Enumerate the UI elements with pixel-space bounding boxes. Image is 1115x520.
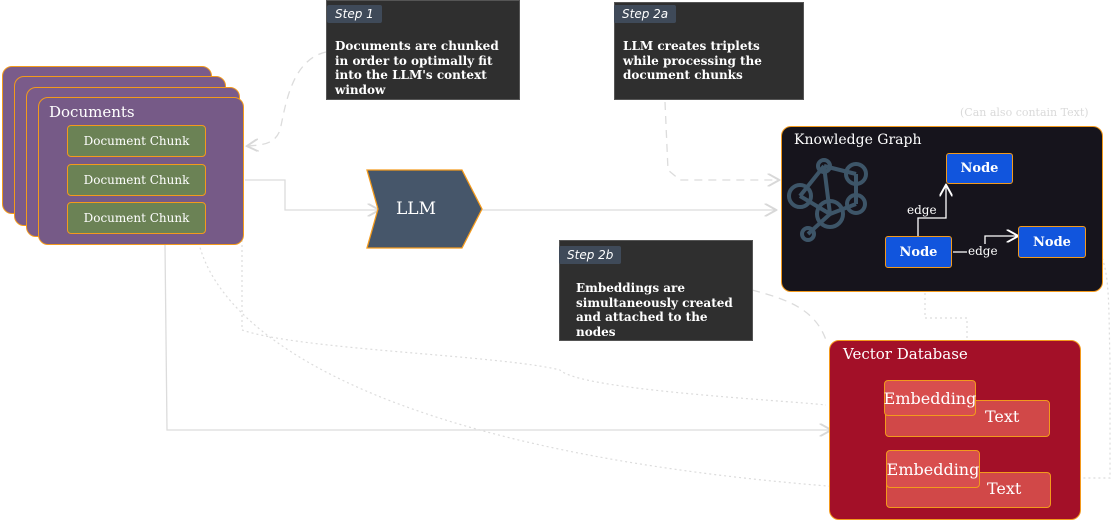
kg-edge-label-2: edge [967, 244, 999, 258]
document-chunk-3[interactable]: Document Chunk [67, 202, 206, 234]
step2b-tag: Step 2b [559, 246, 622, 264]
vdb-embedding-2[interactable]: Embedding [886, 450, 980, 488]
document-chunk-2[interactable]: Document Chunk [67, 164, 206, 196]
graph-network-icon [787, 158, 868, 242]
kg-note: (Can also contain Text) [960, 106, 1089, 119]
kg-node-top[interactable]: Node [946, 153, 1013, 184]
edge-line-1 [917, 186, 946, 238]
document-chunk-1[interactable]: Document Chunk [67, 125, 206, 157]
arrow-docs-to-vdb [164, 244, 830, 430]
step1-text: Documents are chunked in order to optima… [335, 39, 499, 97]
step2a-text: LLM creates triplets while processing th… [623, 39, 762, 83]
kg-node-right[interactable]: Node [1018, 226, 1086, 258]
arrow-docs-to-llm [245, 179, 378, 210]
documents-title: Documents [49, 103, 135, 121]
arrow-docs-right-to-vdb [241, 220, 827, 406]
kg-node-left[interactable]: Node [885, 236, 952, 268]
llm-label[interactable]: LLM [396, 199, 436, 219]
step1-tag: Step 1 [327, 5, 382, 23]
arrow-step1-to-docs [248, 51, 327, 146]
kg-edge-label-1: edge [906, 203, 938, 217]
arrow-step2b-to-vdb [751, 289, 827, 341]
step2a-tag: Step 2a [614, 5, 677, 23]
arrow-chunk-to-embedding-2 [196, 232, 961, 495]
vdb-text-2: Text [987, 479, 1022, 498]
llm-shape [366, 169, 483, 249]
step2b-text: Embeddings are simultaneously created an… [576, 281, 733, 339]
vector-database-title: Vector Database [843, 345, 968, 363]
vdb-embedding-1[interactable]: Embedding [884, 380, 976, 416]
arrow-step2a-to-kg [664, 101, 778, 180]
knowledge-graph-title: Knowledge Graph [794, 132, 922, 148]
vdb-text-1: Text [985, 407, 1020, 426]
